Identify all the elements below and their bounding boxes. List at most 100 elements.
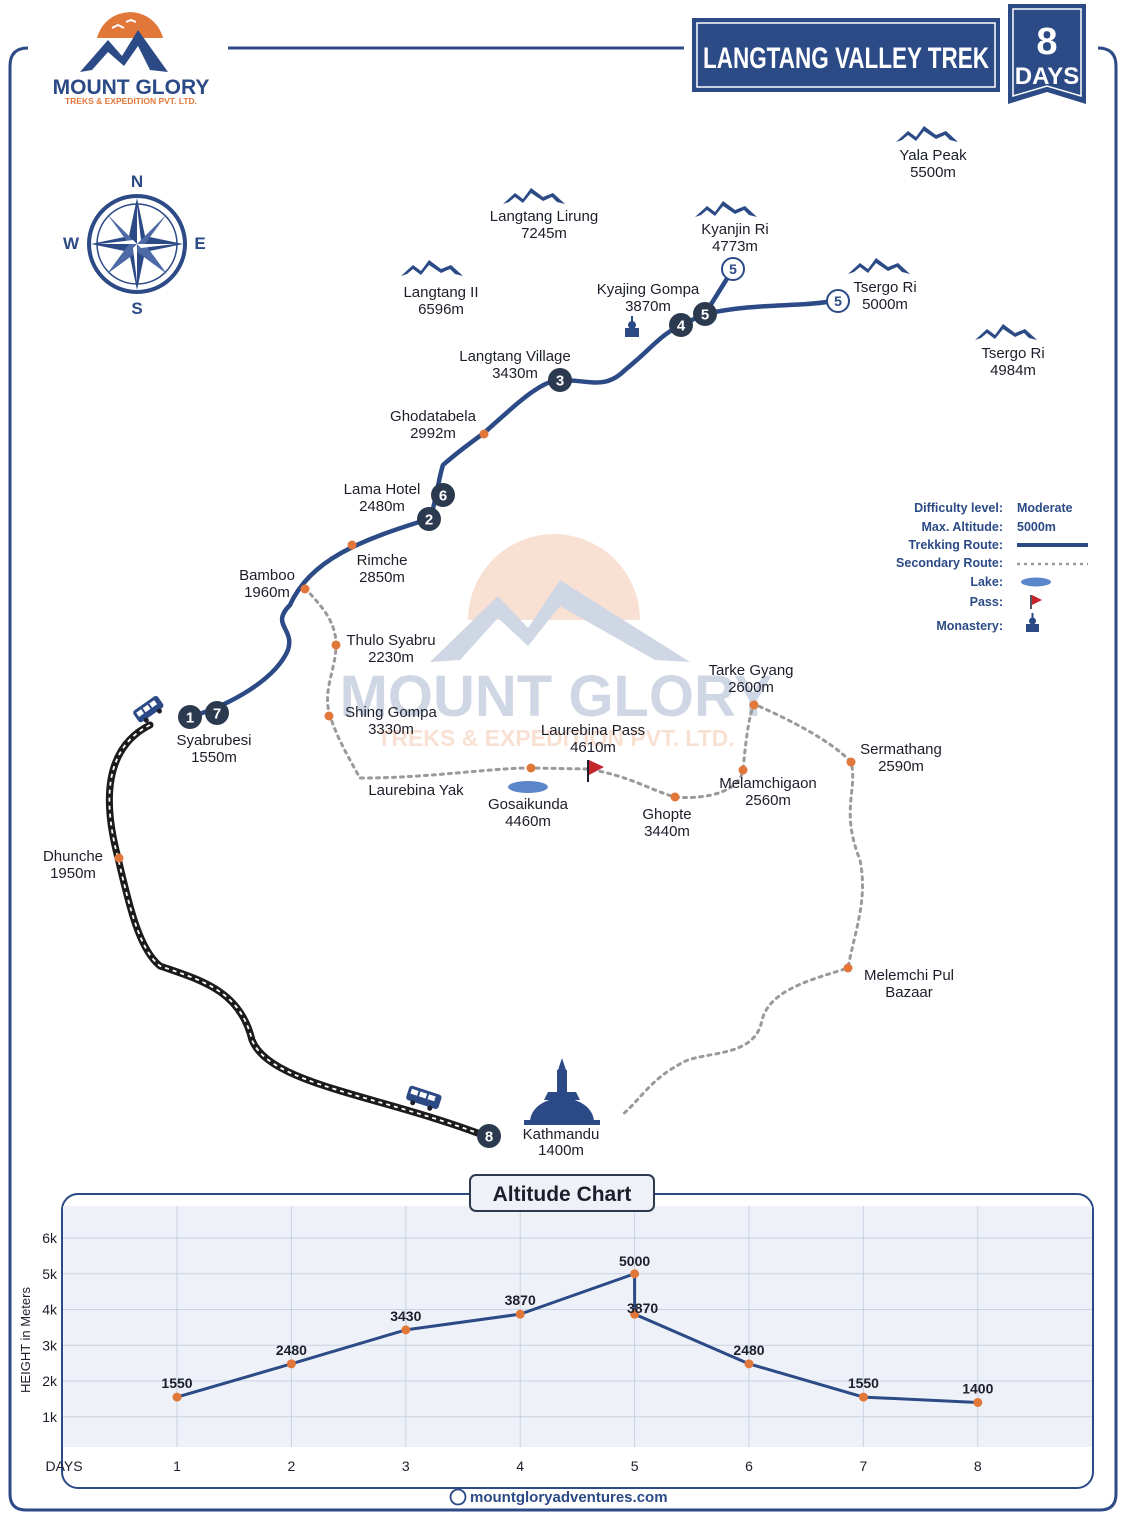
svg-text:1550m: 1550m [191,749,237,766]
peak-alt: 6596m [418,301,464,318]
svg-text:8: 8 [485,1129,493,1146]
stupa-icon [524,1058,600,1125]
peak-name: Kyanjin Ri [701,221,769,238]
brand-name: MOUNT GLORY [53,76,210,99]
y-tick-label: 2k [42,1373,58,1389]
day-marker-outline: 5 [826,289,850,313]
svg-text:Laurebina Pass: Laurebina Pass [541,722,645,739]
legend-max-alt-label: Max. Altitude: [922,520,1003,534]
svg-text:Melemchi Pul: Melemchi Pul [864,967,954,984]
svg-text:5: 5 [834,293,842,309]
legend-lake-icon [1021,577,1051,587]
day-marker: 6 [431,483,455,507]
waypoint-ghodatabela [479,429,489,439]
chart-y-axis-label: HEIGHT in Meters [18,1287,33,1393]
day-marker: 3 [548,368,572,392]
peak-tsergo-ri-4984: Tsergo Ri 4984m [975,324,1045,379]
watermark-tagline: TREKS & EXPEDITION PVT. LTD. [377,725,734,751]
legend-difficulty-label: Difficulty level: [914,501,1003,515]
svg-text:6: 6 [439,488,447,505]
svg-text:3430m: 3430m [492,365,538,382]
waypoint-ghopte [670,792,680,802]
watermark-name: MOUNT GLORY [340,664,773,729]
day-marker: 2 [417,507,441,531]
y-tick-label: 5k [42,1266,58,1282]
chart-title-box [469,1174,655,1212]
map-legend: Difficulty level: Moderate Max. Altitude… [896,501,1088,633]
days-number: 8 [1036,21,1057,63]
x-tick-label: 7 [860,1458,868,1474]
svg-text:2590m: 2590m [878,758,924,775]
svg-text:1960m: 1960m [244,584,290,601]
legend-pass-flag-icon [1030,595,1042,609]
peak-alt: 4773m [712,238,758,255]
waypoint-melemchi-pul [843,963,853,973]
svg-text:4: 4 [677,318,686,335]
legend-pass-label: Pass: [970,595,1003,609]
compass-rose: N S W E [63,172,206,318]
day-marker: 4 [669,313,693,337]
x-tick-label: 2 [288,1458,296,1474]
data-label: 3430 [390,1308,421,1324]
title-banner: LANGTANG VALLEY TREK 8 DAYS [692,4,1086,104]
svg-text:Dhunche: Dhunche [43,848,103,865]
svg-text:5: 5 [701,307,709,324]
peak-tsergo-ri-5000: Tsergo Ri 5000m [848,258,917,313]
days-word: DAYS [1015,63,1079,90]
peak-alt: 7245m [521,225,567,242]
peak-name: Tsergo Ri [853,279,916,296]
x-tick-label: 5 [631,1458,639,1474]
svg-text:4460m: 4460m [505,813,551,830]
svg-text:2230m: 2230m [368,649,414,666]
waypoint-thulo-syabru [331,640,341,650]
svg-text:Syabrubesi: Syabrubesi [176,732,251,749]
compass-east: E [194,234,205,253]
watermark-logo: MOUNT GLORY TREKS & EXPEDITION PVT. LTD. [340,534,773,751]
data-label: 1400 [962,1380,993,1396]
svg-text:Ghodatabela: Ghodatabela [390,408,477,425]
day-marker: 5 [693,302,717,326]
svg-text:Bamboo: Bamboo [239,567,295,584]
y-tick-label: 4k [42,1302,58,1318]
svg-text:2: 2 [425,512,433,529]
day-marker-outline: 5 [721,257,745,281]
waypoint-sermathang [846,757,856,767]
waypoint-dhunche [114,853,124,863]
data-label: 2480 [733,1342,764,1358]
waypoint-shing-gompa [324,711,334,721]
waypoint-laurebina-yak [526,763,536,773]
chart-x-axis-label: DAYS [45,1458,82,1474]
svg-text:Gosaikunda: Gosaikunda [488,796,569,813]
footer: © mountgloryadventures.com [449,1488,668,1506]
chart-plot-area [63,1206,1092,1447]
svg-text:Shing Gompa: Shing Gompa [345,704,437,721]
peak-name: Tsergo Ri [981,345,1044,362]
svg-text:Sermathang: Sermathang [860,741,942,758]
data-label: 3870 [505,1292,536,1308]
trekking-route [187,297,841,720]
website-link[interactable]: mountgloryadventures.com [470,1489,668,1506]
data-point [515,1309,525,1319]
svg-text:Thulo Syabru: Thulo Syabru [346,632,435,649]
compass-south: S [131,299,142,318]
data-label: 5000 [619,1253,650,1269]
compass-north: N [131,172,143,191]
altitude-series-points [172,1269,983,1407]
svg-text:2600m: 2600m [728,679,774,696]
data-point [172,1392,182,1402]
svg-text:3: 3 [556,373,564,390]
svg-text:3870m: 3870m [625,298,671,315]
data-point [973,1397,983,1407]
waypoint-melamchigaon [738,765,748,775]
x-tick-label: 8 [974,1458,982,1474]
